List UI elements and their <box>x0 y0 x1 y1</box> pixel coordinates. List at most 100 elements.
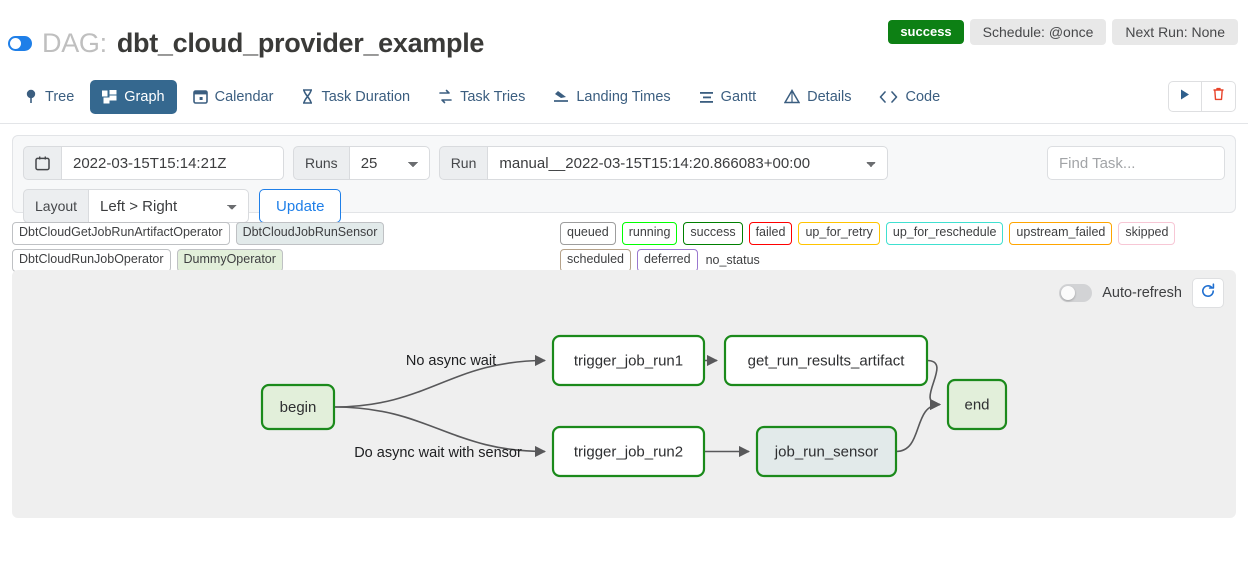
tab-task-tries[interactable]: Task Tries <box>426 80 537 114</box>
layout-select[interactable]: Left > RightRight > LeftTop > BottomBott… <box>89 189 250 223</box>
dag-pause-toggle[interactable] <box>8 36 32 51</box>
legend-operator-chip[interactable]: DbtCloudRunJobOperator <box>12 248 171 272</box>
hourglass-icon <box>301 89 314 104</box>
graph-node-job_run_sensor[interactable]: job_run_sensor <box>755 425 898 478</box>
page-title: dbt_cloud_provider_example <box>116 28 485 58</box>
graph-node-end[interactable]: end <box>946 378 1008 431</box>
legend-state-chip[interactable]: up_for_retry <box>798 222 880 245</box>
tab-details[interactable]: Details <box>772 80 863 114</box>
tab-label: Calendar <box>214 88 274 105</box>
tab-label: Graph <box>124 88 165 105</box>
graph-node-trigger_job_run1[interactable]: trigger_job_run1 <box>551 334 706 387</box>
auto-refresh-toggle[interactable] <box>1059 284 1093 302</box>
next-run-badge: Next Run: None <box>1112 19 1238 46</box>
legend-state-chip[interactable]: scheduled <box>560 248 631 272</box>
status-badge: success <box>888 19 964 45</box>
tab-label: Tree <box>45 88 75 105</box>
play-icon <box>1179 88 1191 106</box>
tab-label: Task Tries <box>460 88 526 105</box>
runs-group: Runs 52550100365 <box>293 146 430 180</box>
find-task-input[interactable] <box>1047 146 1225 180</box>
graph-node-box[interactable] <box>755 425 898 478</box>
trash-icon <box>1212 87 1225 106</box>
graph-node-box[interactable] <box>946 378 1008 431</box>
legend-no-status-label: no_status <box>705 252 760 267</box>
tab-list: Tree Graph Calendar Task Duration Task T <box>12 79 952 114</box>
tab-label: Code <box>905 88 941 105</box>
graph-canvas[interactable]: Auto-refresh begin trigger_job_run1 get_ru… <box>12 270 1236 518</box>
legend-state-chip[interactable]: running <box>621 222 678 245</box>
auto-refresh-label: Auto-refresh <box>1102 285 1182 301</box>
trigger-dag-button[interactable] <box>1168 81 1202 112</box>
graph-icon <box>102 89 117 104</box>
update-button[interactable]: Update <box>259 189 342 223</box>
dag-run-select[interactable]: manual__2022-03-15T15:14:20.866083+00:00 <box>488 146 889 180</box>
tab-tree[interactable]: Tree <box>12 80 86 114</box>
graph-edge-label: Do async wait with sensor <box>354 445 522 461</box>
tab-landing-times[interactable]: Landing Times <box>541 80 682 114</box>
legend-operator-chip[interactable]: DbtCloudJobRunSensor <box>235 222 385 245</box>
graph-node-get_run_results_artifact[interactable]: get_run_results_artifact <box>723 334 929 387</box>
legend-state-chip[interactable]: queued <box>560 222 616 245</box>
refresh-button[interactable] <box>1192 278 1224 308</box>
graph-node-begin[interactable]: begin <box>260 383 336 431</box>
schedule-badge: Schedule: @once <box>969 19 1107 46</box>
tab-calendar[interactable]: Calendar <box>181 80 286 114</box>
legend-operator-chip[interactable]: DummyOperator <box>176 248 283 272</box>
graph-node-box[interactable] <box>260 383 336 431</box>
retry-icon <box>438 89 453 104</box>
legend-state-chip[interactable]: deferred <box>637 248 698 272</box>
tab-label: Task Duration <box>321 88 411 105</box>
legend-state-chip[interactable]: upstream_failed <box>1009 222 1113 245</box>
legend-state-chip[interactable]: skipped <box>1118 222 1176 245</box>
warning-triangle-icon <box>784 89 801 104</box>
graph-node-label: get_run_results_artifact <box>748 352 906 369</box>
graph-node-label: job_run_sensor <box>774 443 878 460</box>
graph-nodes: begin trigger_job_run1 get_run_results_art… <box>260 334 1008 478</box>
header-badges: success Schedule: @once Next Run: None <box>888 19 1238 46</box>
legend-state-chip[interactable]: failed <box>748 222 793 245</box>
run-group: Run manual__2022-03-15T15:14:20.866083+0… <box>438 146 889 180</box>
dag-header: DAG: dbt_cloud_provider_example success … <box>0 0 1248 70</box>
base-date-group <box>23 146 284 180</box>
dag-graph-svg[interactable]: begin trigger_job_run1 get_run_results_art… <box>12 270 1236 518</box>
filter-row-primary: Runs 52550100365 Run manual__2022-03-15T… <box>23 146 1225 180</box>
calendar-icon <box>192 89 208 104</box>
tab-gantt[interactable]: Gantt <box>687 80 768 114</box>
view-tabbar: Tree Graph Calendar Task Duration Task T <box>0 70 1248 124</box>
calendar-icon[interactable] <box>23 146 62 180</box>
graph-node-label: trigger_job_run1 <box>574 352 683 369</box>
graph-node-label: trigger_job_run2 <box>574 443 683 460</box>
runs-label: Runs <box>293 146 350 180</box>
graph-node-box[interactable] <box>551 334 706 387</box>
graph-edge-label: No async wait <box>406 353 496 369</box>
base-date-input[interactable] <box>62 146 284 180</box>
graph-node-label: end <box>964 396 989 413</box>
dag-title-row: DAG: dbt_cloud_provider_example <box>8 28 484 59</box>
tab-graph[interactable]: Graph <box>90 79 177 114</box>
tab-code[interactable]: Code <box>867 80 952 114</box>
refresh-icon <box>1200 282 1216 304</box>
run-label: Run <box>438 146 489 180</box>
tab-actions <box>1168 81 1236 112</box>
legend-state-chip[interactable]: up_for_reschedule <box>885 222 1004 245</box>
tab-task-duration[interactable]: Task Duration <box>289 80 422 114</box>
delete-dag-button[interactable] <box>1202 81 1236 112</box>
graph-edges <box>333 354 942 458</box>
graph-edge-labels: No async wait Do async wait with sensor <box>354 353 522 461</box>
graph-node-trigger_job_run2[interactable]: trigger_job_run2 <box>551 425 706 478</box>
graph-node-label: begin <box>280 399 317 416</box>
graph-edge <box>333 354 547 408</box>
gantt-icon <box>699 90 714 104</box>
tree-icon <box>24 89 38 104</box>
graph-node-box[interactable] <box>551 425 706 478</box>
legend-state-chip[interactable]: success <box>683 222 743 245</box>
code-icon <box>879 90 898 104</box>
legend-operator-chip[interactable]: DbtCloudGetJobRunArtifactOperator <box>12 222 230 245</box>
num-runs-select[interactable]: 52550100365 <box>349 146 430 180</box>
tab-label: Details <box>807 88 852 105</box>
graph-node-box[interactable] <box>723 334 929 387</box>
